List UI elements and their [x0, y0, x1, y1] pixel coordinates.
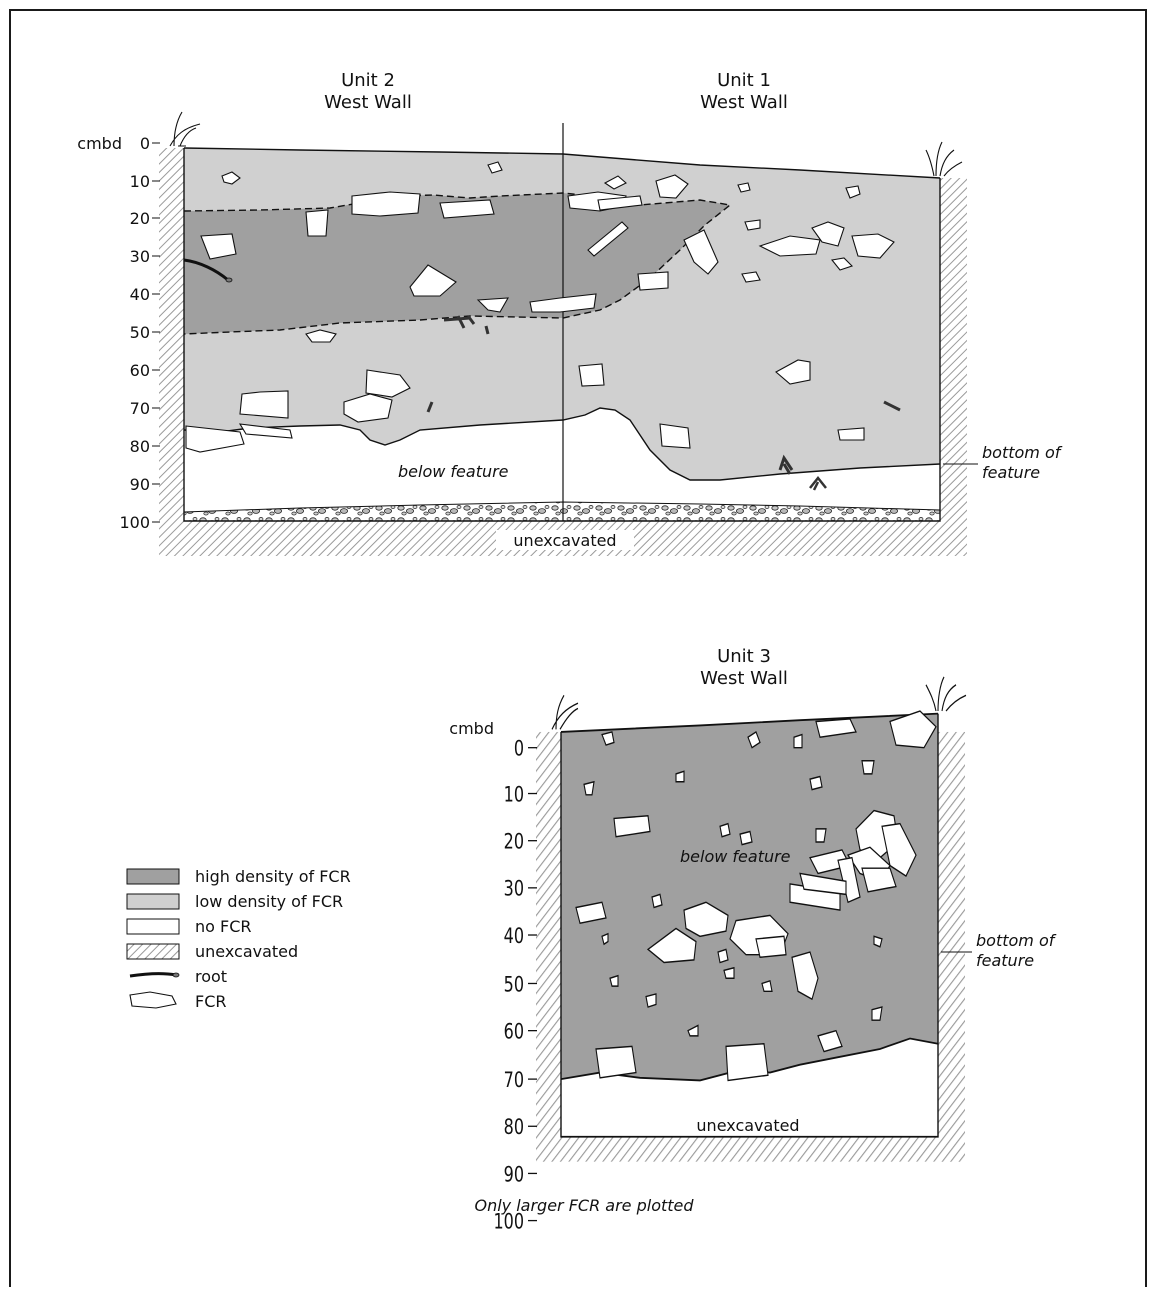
svg-text:10: 10 — [504, 783, 524, 807]
high-density-boundary — [183, 192, 732, 335]
figure-frame — [9, 9, 1147, 1287]
unit1-subtitle: West Wall — [700, 92, 788, 113]
svg-text:80: 80 — [504, 1116, 524, 1140]
svg-text:0: 0 — [140, 134, 150, 153]
unit3-unexcavated-floor — [536, 1136, 965, 1162]
unit3-ground-surface — [560, 712, 939, 733]
svg-text:90: 90 — [504, 1163, 524, 1187]
roots-top — [183, 258, 901, 491]
bottom-of-feature-label: bottom of — [982, 443, 1063, 462]
svg-text:30: 30 — [130, 247, 150, 266]
excavation-outline — [183, 148, 941, 522]
fcr-rocks-unit3 — [575, 710, 937, 1082]
svg-text:30: 30 — [504, 878, 524, 902]
unit3-high-density-zone — [561, 713, 938, 1081]
svg-text:10: 10 — [130, 172, 150, 191]
grass-icon — [169, 111, 963, 177]
svg-text:60: 60 — [504, 1021, 524, 1045]
grass-icon-unit3 — [551, 676, 967, 730]
below-feature-label: below feature — [398, 462, 509, 481]
svg-text:20: 20 — [130, 209, 150, 228]
unit3-profile: 0 10 20 30 40 50 60 70 80 90 100 — [493, 676, 967, 1235]
unit3-feature-bottom — [560, 1037, 939, 1082]
bottom-of-feature-label-2: feature — [982, 463, 1040, 482]
unit2-title: Unit 2 — [341, 70, 395, 91]
top-profile: 0 10 20 30 40 50 60 70 80 90 100 cmbd Un… — [77, 70, 1063, 556]
axis-labels-unit3: 0 10 20 30 40 50 60 70 80 90 100 — [493, 738, 524, 1235]
unit3-excavation-outline — [560, 713, 939, 1138]
unexcavated-label: unexcavated — [513, 531, 616, 550]
svg-text:20: 20 — [504, 831, 524, 855]
unexcavated-label-bg — [496, 530, 634, 550]
fcr-rocks-top — [185, 161, 895, 453]
svg-text:50: 50 — [504, 973, 524, 997]
depth-unit-label: cmbd — [77, 134, 122, 153]
svg-text:100: 100 — [493, 1210, 524, 1234]
axis-ticks-top — [152, 142, 160, 523]
axis-ticks-unit3 — [528, 747, 537, 1222]
unexcavated-left-wall — [159, 148, 184, 556]
unexcavated-right-wall — [940, 178, 967, 556]
svg-text:0: 0 — [514, 738, 524, 762]
unit1-title: Unit 1 — [717, 70, 771, 91]
unit3-unexcavated-left — [536, 731, 561, 1162]
svg-text:50: 50 — [130, 323, 150, 342]
svg-text:90: 90 — [130, 475, 150, 494]
svg-text:70: 70 — [130, 399, 150, 418]
svg-text:100: 100 — [119, 513, 150, 532]
svg-text:80: 80 — [130, 437, 150, 456]
svg-text:40: 40 — [130, 285, 150, 304]
svg-text:40: 40 — [504, 925, 524, 949]
svg-text:60: 60 — [130, 361, 150, 380]
axis-labels-top: 0 10 20 30 40 50 60 70 80 90 100 — [119, 134, 150, 532]
svg-text:70: 70 — [504, 1069, 524, 1093]
unit3-unexcavated-right — [938, 731, 965, 1162]
unit2-subtitle: West Wall — [324, 92, 412, 113]
